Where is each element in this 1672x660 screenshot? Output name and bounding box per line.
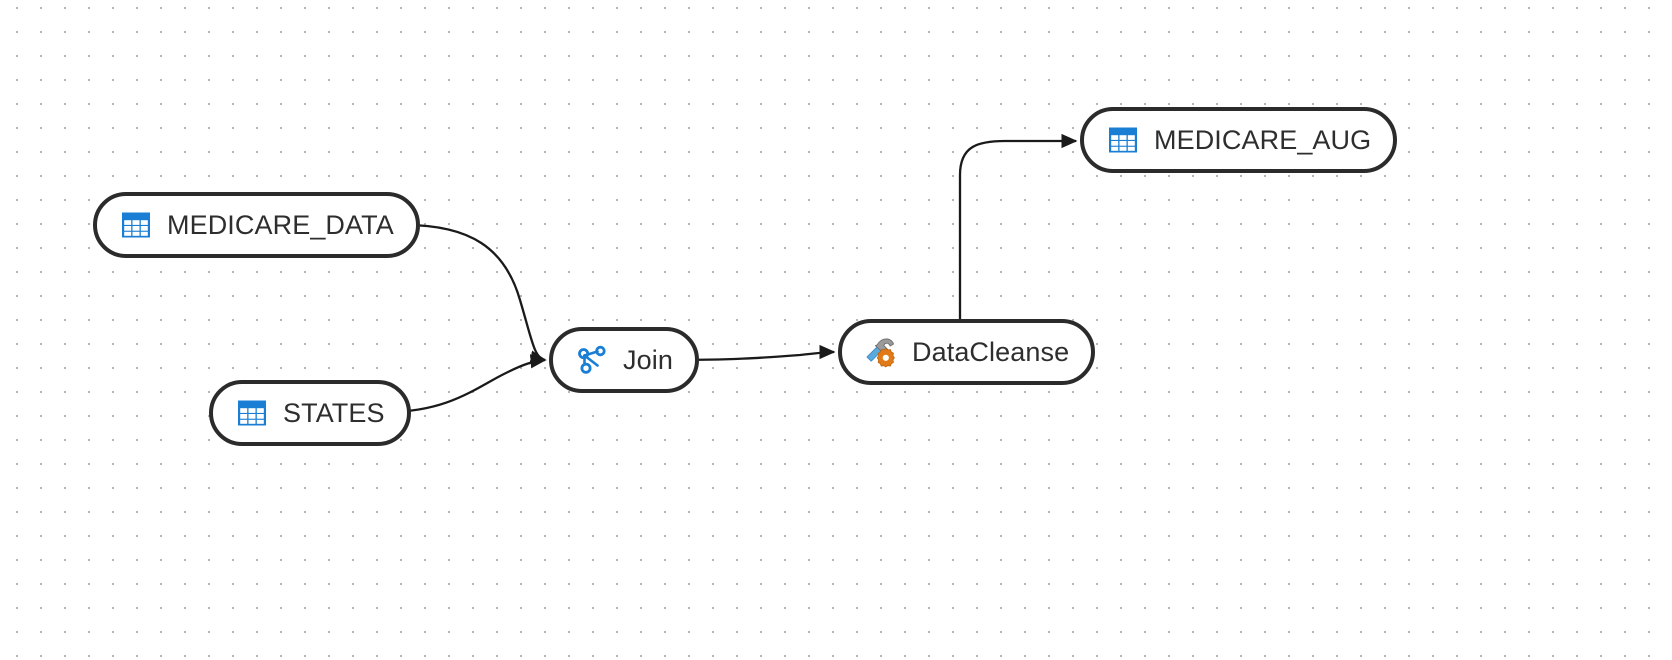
node-medicare-aug[interactable]: MEDICARE_AUG — [1080, 107, 1398, 173]
node-label: DataCleanse — [912, 336, 1070, 367]
join-icon — [575, 343, 609, 377]
table-icon — [235, 396, 269, 430]
table-icon — [1106, 123, 1140, 157]
node-datacleanse[interactable]: DataCleanse — [838, 319, 1096, 385]
node-join[interactable]: Join — [549, 327, 699, 393]
node-medicare-data[interactable]: MEDICARE_DATA — [93, 192, 420, 258]
node-label: Join — [623, 344, 673, 375]
node-label: MEDICARE_DATA — [167, 209, 394, 240]
node-states[interactable]: STATES — [209, 380, 411, 446]
edge-medicare-data-join — [404, 223, 547, 365]
edge-states-join — [386, 354, 547, 414]
table-icon — [119, 208, 153, 242]
hammer-gear-icon — [864, 335, 898, 369]
edge-datacleanse-medicare-aug — [958, 133, 1078, 319]
node-label: STATES — [283, 397, 385, 428]
node-label: MEDICARE_AUG — [1154, 124, 1372, 155]
